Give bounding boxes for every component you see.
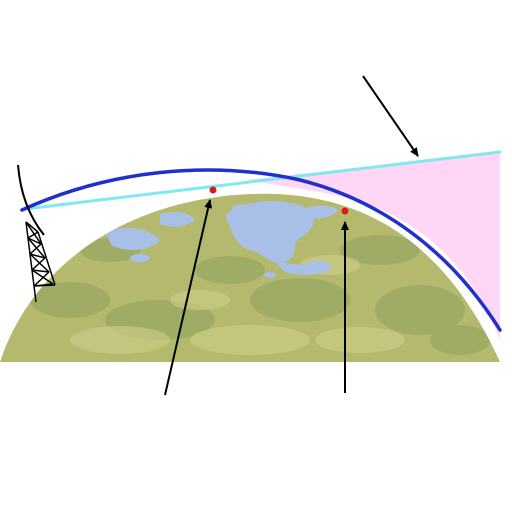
red-point-left (209, 186, 217, 194)
shadow-zone (245, 152, 500, 340)
arrow-bottom-left (164, 199, 213, 396)
radio-mast-icon (17, 164, 56, 303)
water-bodies (105, 201, 338, 278)
red-point-right (341, 207, 349, 215)
arrow-top-right (362, 75, 419, 157)
line-of-sight (23, 150, 502, 211)
radio-horizon-arc (20, 168, 502, 332)
